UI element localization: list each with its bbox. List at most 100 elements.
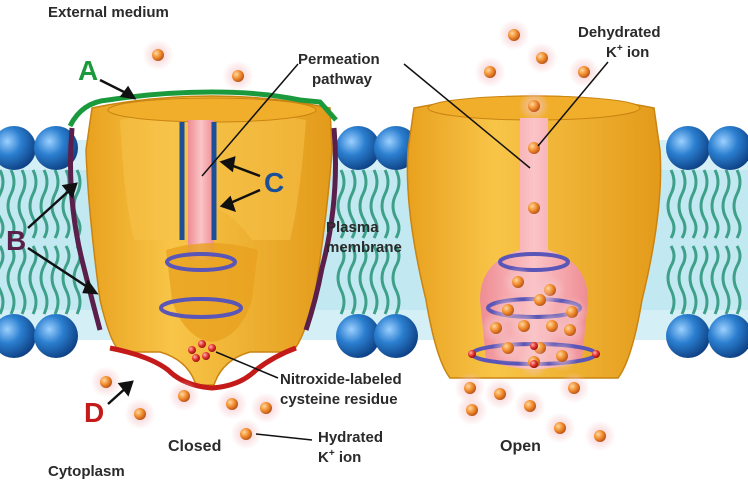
potassium-ion	[502, 304, 514, 316]
dehydrated-label-line1: Dehydrated	[578, 24, 661, 41]
potassium-ion	[494, 388, 506, 400]
lipid-tail	[6, 169, 16, 239]
potassium-ion	[594, 430, 606, 442]
potassium-ion	[536, 52, 548, 64]
lipid-tail	[380, 245, 390, 315]
potassium-ion	[528, 100, 540, 112]
potassium-ion	[134, 408, 146, 420]
lipid-head	[708, 126, 748, 170]
region-b-outline-left	[68, 127, 103, 331]
lipid-head	[374, 314, 418, 358]
lipid-tail	[391, 169, 401, 239]
lipid-heads	[0, 126, 748, 358]
leader-hydrated	[255, 433, 313, 441]
lipid-tail	[666, 169, 676, 239]
dehydrated-label-line2: K+ ion	[606, 43, 649, 61]
letter-c: C	[264, 167, 284, 198]
lipid-tail	[39, 169, 49, 239]
lipid-tail	[347, 245, 357, 315]
letter-a: A	[78, 55, 98, 86]
potassium-ion	[260, 402, 272, 414]
letter-d: D	[84, 397, 104, 428]
nitroxide-label-dot	[202, 352, 210, 360]
potassium-ion	[466, 404, 478, 416]
potassium-ion	[226, 398, 238, 410]
lipid-tail	[380, 169, 390, 239]
lipid-tail	[732, 169, 742, 239]
lipid-tail	[699, 245, 709, 315]
lipid-tail	[677, 245, 687, 315]
lipid-tail	[677, 169, 687, 239]
lipid-head	[336, 126, 380, 170]
region-a-outline	[67, 89, 338, 128]
lipid-tail	[347, 169, 357, 239]
nitroxide-label-dot	[192, 354, 200, 362]
potassium-ion	[556, 350, 568, 362]
lipid-tail	[336, 245, 346, 315]
nitroxide-label-dot	[530, 342, 538, 350]
lipid-tail	[17, 169, 27, 239]
arrow-c-lower	[227, 188, 261, 206]
lipid-tail	[710, 245, 720, 315]
nitroxide-label-line1: Nitroxide-labeled	[280, 371, 402, 388]
potassium-ion	[484, 66, 496, 78]
nitroxide-label-dot	[208, 344, 216, 352]
lipid-tail	[50, 245, 60, 315]
closed-ring-lower	[159, 297, 243, 319]
lipid-head	[708, 314, 748, 358]
potassium-ion	[152, 49, 164, 61]
potassium-ion	[512, 276, 524, 288]
lipid-tail	[358, 245, 368, 315]
lipid-tails	[0, 169, 742, 315]
leader-dehydrated	[537, 61, 609, 147]
potassium-ion	[100, 376, 112, 388]
lipid-tail	[28, 169, 38, 239]
leader-nitroxide	[215, 351, 279, 379]
lipid-tail	[710, 169, 720, 239]
nitroxide-label-dot	[188, 346, 196, 354]
lipid-tail	[61, 245, 71, 315]
lipid-tail	[688, 245, 698, 315]
plasma-membrane-line1: Plasma	[326, 219, 379, 236]
potassium-ion	[508, 29, 520, 41]
potassium-ion	[518, 320, 530, 332]
lipid-tail	[358, 169, 368, 239]
lipid-tail	[0, 245, 5, 315]
potassium-ion	[490, 322, 502, 334]
lipid-tail	[28, 245, 38, 315]
potassium-ion	[240, 428, 252, 440]
lipid-tail	[369, 169, 379, 239]
nitroxide-label-dot	[592, 350, 600, 358]
potassium-ion	[554, 422, 566, 434]
letter-b: B	[6, 225, 26, 256]
nitroxide-label-dot	[198, 340, 206, 348]
potassium-ion	[578, 66, 590, 78]
lipid-head	[34, 314, 78, 358]
potassium-ion	[502, 342, 514, 354]
permeation-label-line2: pathway	[312, 71, 373, 88]
lipid-tail	[699, 169, 709, 239]
lipid-head	[34, 126, 78, 170]
potassium-ion	[528, 142, 540, 154]
arrow-b-upper	[27, 187, 73, 229]
external-medium-label: External medium	[48, 4, 169, 21]
permeation-label-line1: Permeation	[298, 51, 380, 68]
region-d-outline	[109, 345, 297, 391]
hydrated-label-line2: K+ ion	[318, 448, 361, 466]
lipid-head	[336, 314, 380, 358]
arrow-b-lower	[27, 246, 93, 292]
lipid-tail	[369, 245, 379, 315]
lipid-head	[666, 126, 710, 170]
potassium-ion	[568, 382, 580, 394]
potassium-ion	[464, 382, 476, 394]
lipid-tail	[688, 169, 698, 239]
cytoplasm-label: Cytoplasm	[48, 463, 125, 480]
nitroxide-label-line2: cysteine residue	[280, 391, 398, 408]
potassium-ion	[232, 70, 244, 82]
lipid-tail	[666, 245, 676, 315]
lipid-tail	[0, 169, 5, 239]
closed-ring-upper	[165, 252, 237, 272]
open-ring-upper	[498, 252, 570, 272]
